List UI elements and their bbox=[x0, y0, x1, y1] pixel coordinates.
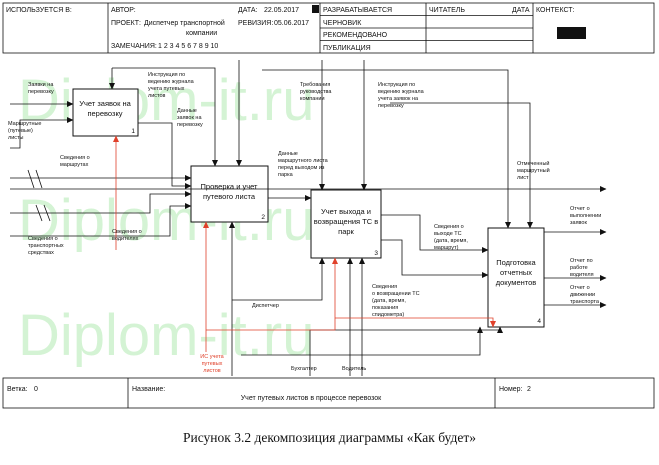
number-label: Номер: bbox=[499, 386, 523, 393]
node-label: Ветка: bbox=[7, 386, 28, 393]
figure-caption: Рисунок 3.2 декомпозиция диаграммы «Как … bbox=[183, 430, 476, 445]
number-value: 2 bbox=[527, 386, 531, 393]
arrow-request-data bbox=[138, 122, 192, 189]
arrow-control-main bbox=[262, 69, 511, 229]
date-value: 22.05.2017 bbox=[264, 7, 299, 14]
box4-number: 4 bbox=[537, 318, 541, 325]
status-draft: ЧЕРНОВИК bbox=[323, 20, 362, 27]
project-value: Диспетчер транспортной bbox=[144, 19, 225, 27]
notes-label: ЗАМЕЧАНИЯ: bbox=[111, 43, 157, 50]
box3-title: Учет выхода и bbox=[321, 207, 371, 216]
box3-number: 3 bbox=[374, 250, 378, 257]
status-recommended: РЕКОМЕНДОВАНО bbox=[323, 32, 388, 39]
used-at-label: ИСПОЛЬЗУЕТСЯ В: bbox=[6, 7, 72, 14]
date-label: ДАТА: bbox=[238, 7, 258, 14]
box4-title: документов bbox=[496, 278, 537, 287]
node-value: 0 bbox=[34, 386, 38, 393]
box3-title: возвращения ТС в bbox=[314, 217, 379, 226]
arrow-vehicle-info bbox=[10, 203, 192, 237]
box1-title: перевозку bbox=[87, 109, 122, 118]
box2-title: путевого листа bbox=[203, 192, 256, 201]
arrow-mech-bottom-link bbox=[241, 326, 483, 356]
project-label: ПРОЕКТ: bbox=[111, 20, 141, 27]
box4-title: Подготовка bbox=[496, 258, 536, 267]
function-box-3 bbox=[310, 189, 382, 259]
arrow-driver-info bbox=[10, 191, 192, 214]
status-developing: РАЗРАБАТЫВАЕТСЯ bbox=[323, 7, 392, 14]
box2-title: Проверка и учет bbox=[201, 182, 259, 191]
date2-label: ДАТА bbox=[512, 7, 530, 14]
box3-title: парк bbox=[338, 227, 354, 236]
arrow-control-instr1-b bbox=[112, 67, 218, 167]
project-value-2: компании bbox=[186, 30, 217, 37]
revision-value: 05.06.2017 bbox=[274, 20, 309, 27]
arrow-routes-in bbox=[10, 117, 74, 149]
box4-title: отчетных bbox=[500, 268, 532, 277]
arrow-exit-info bbox=[381, 214, 489, 253]
arrow-control-b4 bbox=[390, 102, 533, 229]
watermark-text: Diplom-it.ru bbox=[18, 303, 315, 368]
notes-value: 1 2 3 4 5 6 7 8 9 10 bbox=[158, 43, 218, 50]
reader-label: ЧИТАТЕЛЬ bbox=[429, 7, 465, 14]
arrow-mech-accountant bbox=[309, 326, 503, 376]
arrow-mech-is-4 bbox=[335, 317, 496, 328]
context-label: КОНТЕКСТ: bbox=[536, 7, 575, 14]
box1-number: 1 bbox=[131, 128, 135, 135]
box1-title: Учет заявок на bbox=[79, 99, 131, 108]
label-driver: Водитель bbox=[342, 366, 366, 372]
label-accountant: Бухгалтер bbox=[291, 366, 317, 372]
revision-label: РЕВИЗИЯ: bbox=[238, 20, 273, 27]
label-routes-in: Маршрутные(путевые)листы bbox=[8, 121, 42, 141]
function-box-1 bbox=[72, 88, 139, 137]
diagram-name: Учет путевых листов в процессе перевозок bbox=[241, 395, 382, 402]
status-publication: ПУБЛИКАЦИЯ bbox=[323, 45, 371, 52]
arrow-driver-info-squiggle bbox=[35, 204, 51, 222]
author-label: АВТОР: bbox=[111, 7, 136, 14]
arrow-return-info bbox=[381, 239, 489, 278]
box2-number: 2 bbox=[261, 214, 265, 221]
arrow-mech-dispatcher-b bbox=[232, 257, 325, 301]
name-label: Название: bbox=[132, 386, 165, 393]
label-dispatcher: Диспетчер bbox=[252, 303, 279, 309]
arrow-mech-is-3 bbox=[206, 257, 338, 331]
arrow-route-info-squiggle bbox=[27, 169, 43, 189]
